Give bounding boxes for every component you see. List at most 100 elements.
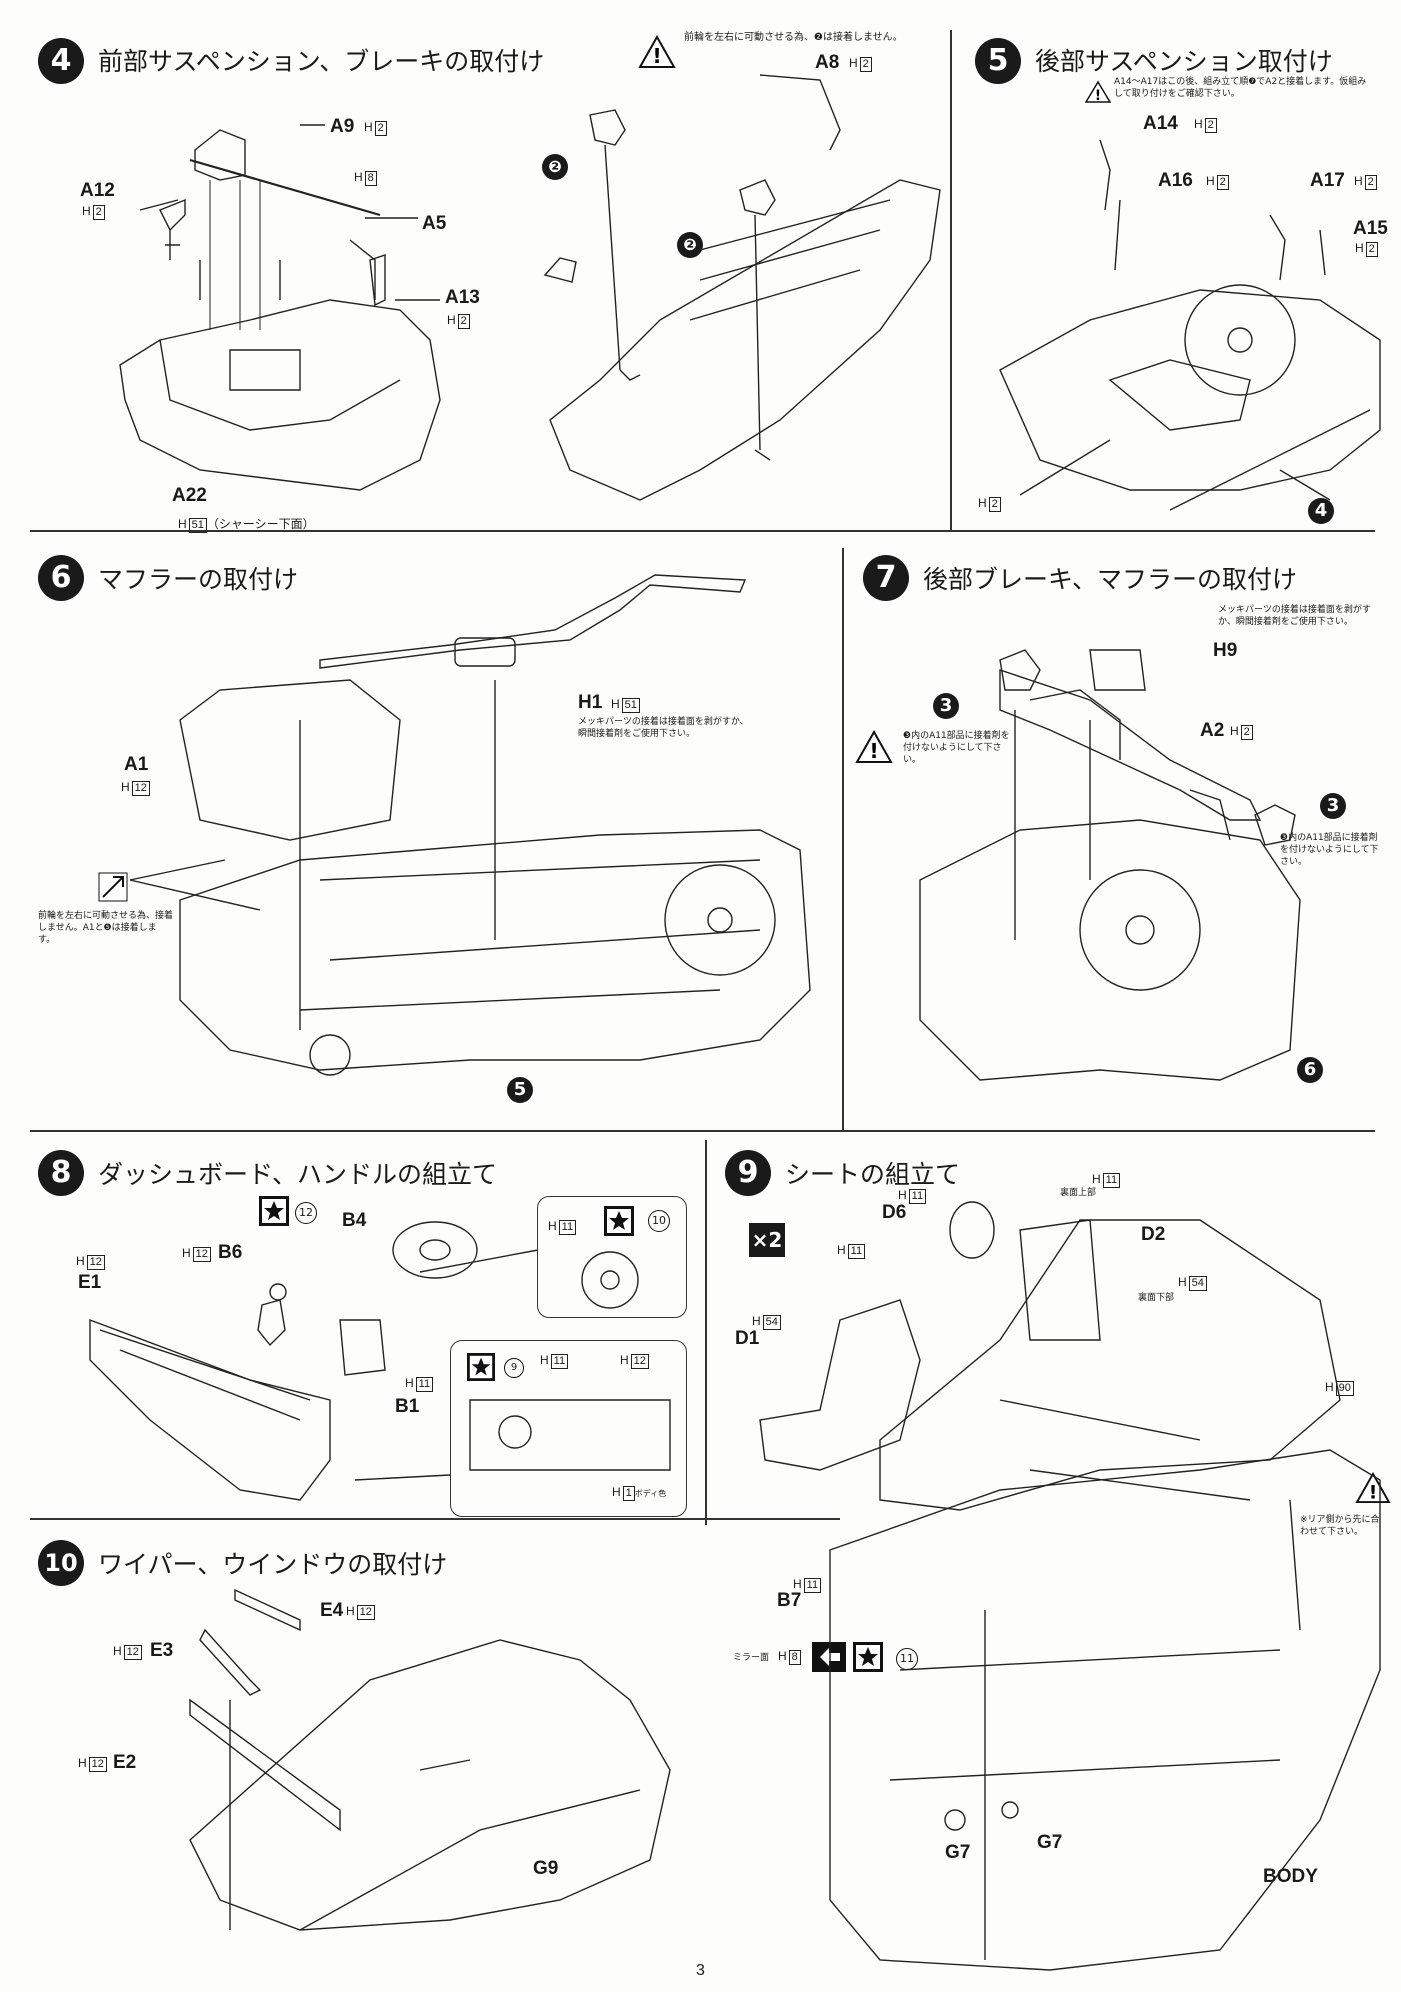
part-label-a14: A14	[1143, 113, 1178, 134]
step-4-title: 前部サスペンション、ブレーキの取付け	[98, 47, 545, 76]
decal-12-badge: 12	[295, 1202, 317, 1224]
hinge-icon	[98, 872, 128, 906]
step-9-title: シートの組立て	[785, 1160, 961, 1189]
step-5-rear-suspension-drawing	[999, 139, 1381, 511]
step-4-front-chassis-drawing	[119, 124, 441, 491]
part-label-a13: A13	[445, 287, 480, 308]
divider-row2	[30, 1130, 1375, 1132]
svg-text:!: !	[652, 44, 661, 68]
step-7-number: 7	[863, 555, 909, 601]
part-label-a15: A15	[1353, 218, 1388, 239]
sub-assembly-ref-3b: 3	[1320, 793, 1346, 819]
step-ref-6: 6	[1297, 1057, 1323, 1083]
step-7-glue-note-left: ❸内のA11部品に接着剤を付けないようにして下さい。	[903, 731, 1010, 765]
dashboard-inset	[450, 1340, 687, 1517]
step-10-title: ワイパー、ウインドウの取付け	[98, 1550, 448, 1579]
star-decal-icon	[853, 1642, 883, 1676]
decal-10-badge: 10	[648, 1210, 670, 1232]
step-7-glue-note-right: ❸内のA11部品に接着剤を付けないようにして下さい。	[1280, 833, 1379, 867]
sub-assembly-ref-2a: ❷	[542, 154, 568, 180]
divider-step4-5	[950, 30, 952, 530]
part-label-a17: A17	[1310, 170, 1345, 191]
star-decal-icon	[259, 1196, 289, 1230]
part-label-g7-left: G7	[945, 1842, 971, 1863]
part-label-d2: D2	[1141, 1224, 1166, 1245]
step-6-plating-note: メッキパーツの接着は接着面を剥がすか、瞬間接着剤をご使用下さい。	[578, 717, 749, 739]
step-6-chassis-drawing	[129, 574, 811, 1076]
part-label-e2: E2	[113, 1752, 137, 1773]
steering-wheel-inset	[537, 1196, 687, 1318]
part-label-b1: B1	[395, 1396, 420, 1417]
step-8-title: ダッシュボード、ハンドルの組立て	[98, 1160, 498, 1189]
warning-icon: !	[1355, 1471, 1391, 1508]
step-9-rear-note: ※リア側から先に合わせて下さい。	[1300, 1515, 1380, 1537]
step-9-seat-and-body-drawing	[759, 1201, 1381, 1971]
step-6-front-note: 前輪を左右に可動させる為、接着しません。A1と❺は接着します。	[38, 911, 174, 945]
part-label-d6: D6	[882, 1202, 907, 1223]
part-label-g9: G9	[533, 1858, 559, 1879]
star-decal-icon	[604, 1206, 634, 1240]
part-label-body: BODY	[1263, 1866, 1318, 1887]
part-label-d1: D1	[735, 1328, 760, 1349]
part-label-e4: E4	[320, 1600, 344, 1621]
part-label-a9: A9	[330, 116, 355, 137]
part-label-a5: A5	[422, 213, 447, 234]
part-label-b7: B7	[777, 1590, 802, 1611]
step-9-number: 9	[725, 1150, 771, 1196]
label-back-lower: 裏面下部	[1138, 1293, 1175, 1303]
step-5-title: 後部サスペンション取付け	[1035, 47, 1333, 76]
step-7-title: 後部ブレーキ、マフラーの取付け	[923, 565, 1298, 594]
part-label-b4: B4	[342, 1210, 367, 1231]
svg-text:!: !	[869, 739, 878, 763]
step-10-number: 10	[38, 1540, 84, 1586]
step-7-rear-drawing	[919, 649, 1301, 1081]
label-back-upper: 裏面上部	[1060, 1188, 1097, 1198]
arrow-icon	[812, 1642, 846, 1676]
decal-9-badge: 9	[504, 1358, 524, 1378]
step-5-number: 5	[975, 38, 1021, 84]
multiplier-badge: ×2	[749, 1223, 785, 1257]
step-8-dashboard-drawing	[89, 1221, 671, 1501]
part-label-a1: A1	[124, 754, 149, 775]
warning-icon: !	[1084, 80, 1112, 108]
part-label-a16: A16	[1158, 170, 1193, 191]
step-7-plating-note: メッキパーツの接着は接着面を剥がすか、瞬間接着剤をご使用下さい。	[1218, 605, 1371, 627]
divider-top-row	[30, 530, 1375, 532]
step-6-title: マフラーの取付け	[98, 565, 299, 594]
step-6-number: 6	[38, 555, 84, 601]
step-4-number: 4	[38, 38, 84, 84]
divider-step8-10	[30, 1518, 840, 1520]
step-4-chassis-perspective-drawing	[543, 74, 941, 501]
step-ref-4: 4	[1308, 498, 1334, 524]
svg-text:!: !	[1095, 88, 1101, 104]
